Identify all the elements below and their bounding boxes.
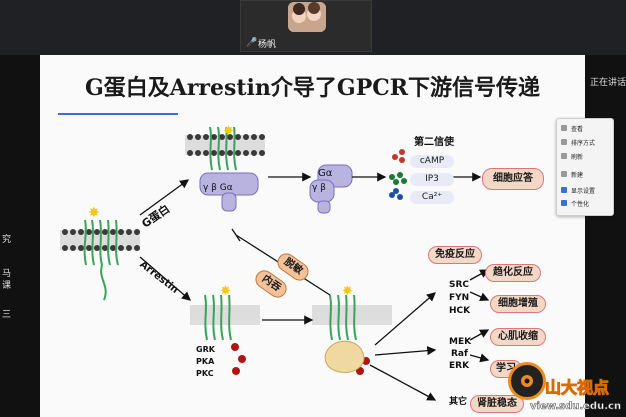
fyn-label: FYN	[449, 293, 470, 303]
ligand-star-icon-top: ✸	[223, 124, 234, 139]
left-fragment-1: 究	[2, 235, 12, 245]
camp-label: cAMP	[410, 155, 454, 168]
src-label: SRC	[449, 280, 470, 290]
arrestin-shape	[324, 340, 365, 373]
watermark-text: 山大视点	[544, 378, 610, 398]
eye-logo	[521, 375, 533, 387]
menu-refresh[interactable]: 刷新	[571, 154, 584, 161]
g-protein-subunits-label: γ β Gα	[203, 183, 233, 193]
response-immune: 免疫反应	[428, 246, 482, 264]
membrane-top	[185, 134, 265, 156]
ligand-star-icon: ✸	[88, 205, 100, 221]
pathway-arrows	[139, 172, 490, 401]
left-side-panel	[0, 55, 40, 417]
menu-sort[interactable]: 排序方式	[571, 140, 596, 147]
avatar-photo	[288, 2, 326, 32]
sort-icon	[561, 139, 567, 145]
response-cardiac: 心肌收缩	[490, 328, 546, 346]
left-fragment-2: 马	[2, 269, 12, 279]
refresh-icon	[561, 153, 567, 159]
speaking-label: 正在讲话	[590, 78, 626, 88]
title-underline	[58, 113, 178, 115]
erk-label: ERK	[449, 361, 470, 371]
menu-view[interactable]: 查看	[571, 126, 584, 133]
ip3-label: IP3	[410, 173, 454, 186]
response-chemotaxis: 趋化反应	[485, 264, 541, 282]
mek-label: MEK	[449, 337, 472, 347]
receptor-bottom	[204, 294, 357, 341]
g-alpha-label: Gα	[318, 168, 333, 179]
display-icon	[561, 187, 567, 193]
left-fragment-3: 课	[2, 281, 12, 291]
cell-response-pill: 细胞应答	[482, 168, 544, 190]
raf-label: Raf	[451, 349, 468, 359]
right-side-panel	[585, 55, 626, 417]
shared-slide	[40, 55, 585, 417]
response-proliferation: 细胞增殖	[490, 295, 546, 313]
participant-name: 杨帆	[258, 40, 277, 50]
membrane-bottom-left	[190, 305, 392, 325]
g-betagamma-label: γ β	[312, 183, 326, 193]
sdu-logo-icon	[508, 362, 546, 400]
messenger-dots	[389, 149, 407, 200]
kinase-pkc: PKC	[196, 369, 214, 378]
mic-icon[interactable]: 🎤	[246, 38, 258, 48]
second-messenger-title: 第二信使	[414, 137, 454, 148]
other-label: 其它	[449, 397, 468, 407]
response-kidney: 肾脏稳态	[470, 395, 524, 413]
kinase-pka: PKA	[196, 357, 215, 366]
participant-avatar	[288, 2, 326, 32]
new-icon	[561, 171, 567, 177]
receptor-left	[83, 219, 119, 301]
ca-label: Ca²⁺	[410, 191, 454, 204]
hck-label: HCK	[449, 306, 471, 316]
ligand-star-icon-bottom: ✸	[220, 284, 231, 299]
context-menu[interactable]: 查看 排序方式 刷新 新建 显示设置 个性化	[556, 118, 614, 216]
menu-personalize[interactable]: 个性化	[571, 201, 590, 208]
personalize-icon	[561, 200, 567, 206]
menu-new[interactable]: 新建	[571, 172, 584, 179]
kinase-grk: GRK	[196, 345, 215, 354]
ligand-star-icon-bottom2: ✸	[342, 284, 353, 299]
slide-title: G蛋白及Arrestin介导了GPCR下游信号传递	[84, 75, 541, 101]
watermark-url: view.sdu.edu.cn	[530, 401, 622, 413]
view-icon	[561, 125, 567, 131]
receptor-top	[209, 126, 237, 171]
left-fragment-4: 三	[2, 310, 12, 320]
menu-display[interactable]: 显示设置	[571, 188, 596, 195]
